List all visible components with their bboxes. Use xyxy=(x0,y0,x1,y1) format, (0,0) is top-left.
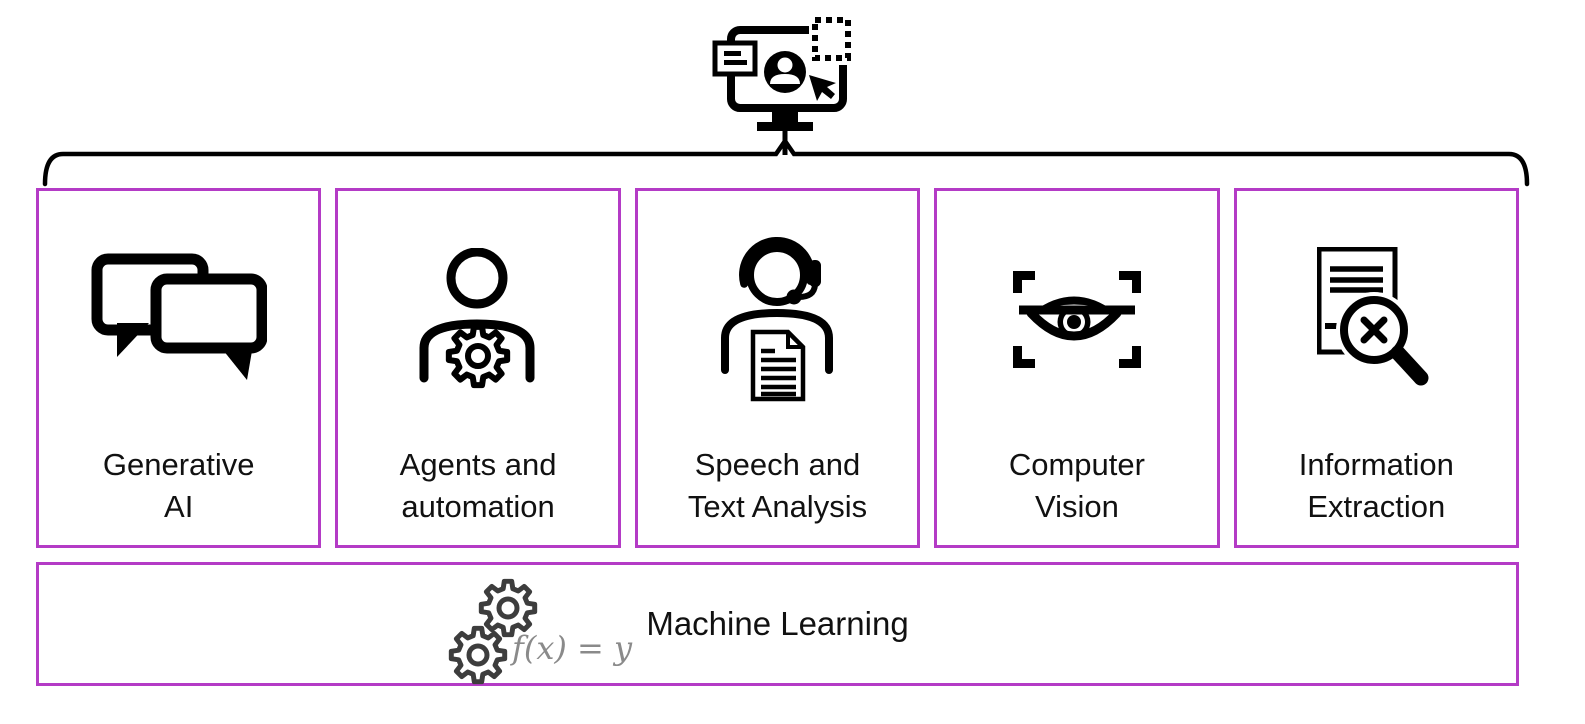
category-label: Computer Vision xyxy=(1008,447,1145,524)
chat-bubbles-icon xyxy=(91,253,267,380)
card-generative-ai: Generative AI xyxy=(36,188,322,548)
category-label: Speech and Text Analysis xyxy=(687,447,868,524)
person-gear-icon xyxy=(419,248,535,390)
person-headset-document-icon xyxy=(721,236,834,402)
machine-learning-label: Machine Learning xyxy=(646,605,909,642)
computer-user-selection-icon xyxy=(712,13,857,155)
category-row: Generative AI Agents and automation xyxy=(36,188,1519,548)
card-agents-automation: Agents and automation xyxy=(335,188,621,548)
card-information-extraction: Information Extraction xyxy=(1233,188,1519,548)
card-speech-text: Speech and Text Analysis xyxy=(634,188,921,548)
eye-scan-icon xyxy=(1012,270,1141,368)
category-label: Agents and automation xyxy=(399,447,557,524)
card-computer-vision: Computer Vision xyxy=(934,188,1220,548)
category-label: Information Extraction xyxy=(1298,447,1454,524)
gears-icon xyxy=(440,575,560,690)
category-label: Generative AI xyxy=(102,447,255,524)
formula-text: f(x) = y xyxy=(512,629,633,667)
document-magnifier-icon xyxy=(1317,247,1429,386)
grouping-brace xyxy=(42,138,1530,187)
machine-learning-box: f(x) = y Machine Learning xyxy=(36,562,1519,686)
